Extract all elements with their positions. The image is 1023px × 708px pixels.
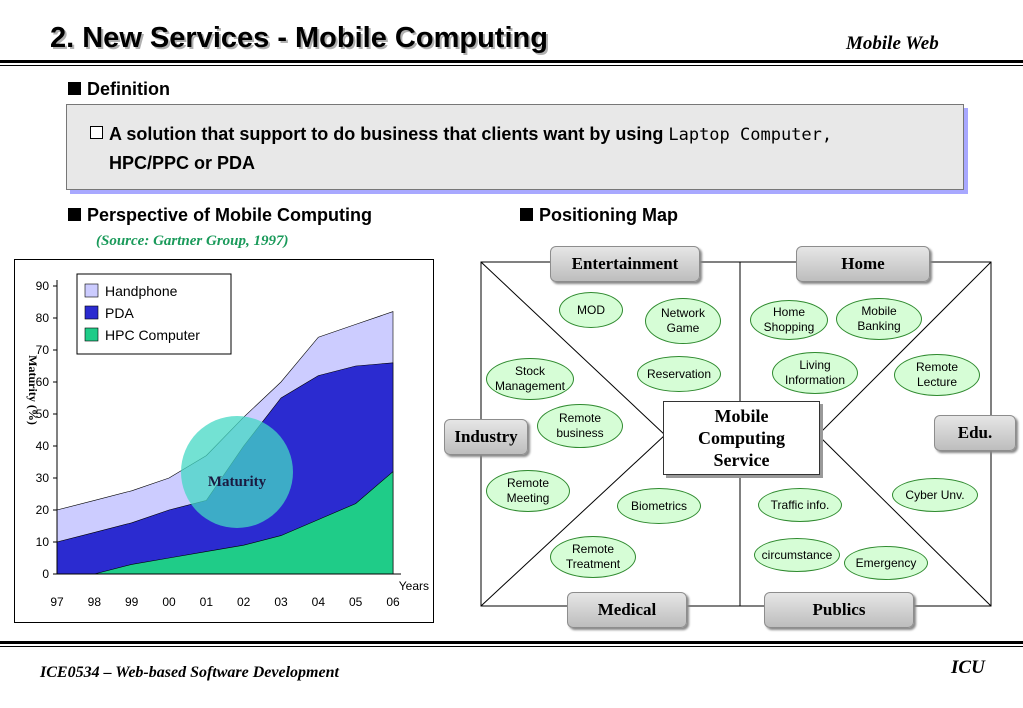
- oval-circumstance: circumstance: [754, 538, 840, 572]
- page-subtitle: Mobile Web: [846, 33, 939, 54]
- definition-box: [66, 104, 964, 190]
- definition-text: A solution that support to do business t…: [90, 120, 950, 177]
- x-tick-label-7: 04: [312, 595, 326, 609]
- x-tick-label-2: 99: [125, 595, 139, 609]
- y-axis-label: Maturity (%): [26, 355, 40, 425]
- footer-course: ICE0534 – Web-based Software Development: [40, 664, 339, 681]
- category-edu: Edu.: [934, 415, 1016, 451]
- x-tick-label-8: 05: [349, 595, 363, 609]
- map-diagonal-br: [817, 434, 992, 607]
- category-home: Home: [796, 246, 930, 282]
- oval-emergency: Emergency: [844, 546, 928, 580]
- y-tick-label-20: 20: [36, 503, 50, 517]
- footer-rule-thin: [0, 646, 1023, 647]
- x-tick-label-6: 03: [274, 595, 288, 609]
- page-title: 2. New Services - Mobile Computing: [50, 22, 548, 54]
- oval-mod: MOD: [559, 292, 623, 328]
- legend-label-1: PDA: [105, 305, 134, 321]
- x-tick-label-9: 06: [386, 595, 400, 609]
- square-bullet-icon: [68, 208, 81, 221]
- legend-swatch-2: [84, 327, 99, 342]
- y-tick-label-40: 40: [36, 439, 50, 453]
- y-tick-label-60: 60: [36, 375, 50, 389]
- definition-heading: Definition: [68, 79, 170, 100]
- x-tick-label-0: 97: [50, 595, 64, 609]
- checkbox-bullet-icon: [90, 126, 103, 139]
- legend-label-2: HPC Computer: [105, 327, 200, 343]
- category-publics: Publics: [764, 592, 914, 628]
- maturity-chart-frame: 0 10 20 30 40 50 60 70 80 90 97 98 99 00 01 02 03 04 05 06 Y…: [14, 259, 434, 623]
- x-tick-label-3: 00: [162, 595, 176, 609]
- y-tick-label-80: 80: [36, 311, 50, 325]
- legend-label-0: Handphone: [105, 283, 178, 299]
- oval-reservation: Reservation: [637, 356, 721, 392]
- square-bullet-icon: [68, 82, 81, 95]
- map-diagonal-bl: [480, 434, 666, 607]
- category-medical: Medical: [567, 592, 687, 628]
- oval-cyber-unv: Cyber Unv.: [892, 478, 978, 512]
- oval-biometrics: Biometrics: [617, 488, 701, 524]
- positioning-heading: Positioning Map: [520, 205, 678, 226]
- map-diagonal-tr: [817, 261, 992, 436]
- header-rule-thin: [0, 65, 1023, 66]
- x-axis-label: Years: [399, 579, 429, 593]
- y-tick-label-70: 70: [36, 343, 50, 357]
- x-tick-label-1: 98: [88, 595, 102, 609]
- legend-swatch-1: [84, 305, 99, 320]
- oval-traffic-info: Traffic info.: [758, 488, 842, 522]
- x-tick-label-5: 02: [237, 595, 251, 609]
- category-entertainment: Entertainment: [550, 246, 700, 282]
- center-mobile-computing-service: Mobile Computing Service: [663, 401, 820, 475]
- map-diagonal-tl: [480, 261, 666, 436]
- y-tick-label-50: 50: [36, 407, 50, 421]
- footer-institution: ICU: [951, 657, 985, 678]
- legend-box: [76, 273, 232, 355]
- maturity-circle: [181, 416, 293, 528]
- x-tick-label-4: 01: [200, 595, 214, 609]
- footer-rule-thick: [0, 641, 1023, 644]
- area-series-2: [57, 470, 394, 575]
- maturity-label: Maturity: [208, 474, 267, 490]
- y-tick-label-90: 90: [36, 279, 50, 293]
- perspective-heading: Perspective of Mobile Computing: [68, 205, 372, 226]
- legend-swatch-0: [84, 283, 99, 298]
- y-tick-label-30: 30: [36, 471, 50, 485]
- maturity-chart: 0 10 20 30 40 50 60 70 80 90 97 98 99 00 01 02 03 04 05 06 Y…: [26, 273, 429, 609]
- source-note: (Source: Gartner Group, 1997): [96, 233, 289, 249]
- y-tick-label-10: 10: [36, 535, 50, 549]
- category-industry: Industry: [444, 419, 528, 455]
- square-bullet-icon: [520, 208, 533, 221]
- y-tick-label-0: 0: [42, 567, 49, 581]
- header-rule-thick: [0, 60, 1023, 63]
